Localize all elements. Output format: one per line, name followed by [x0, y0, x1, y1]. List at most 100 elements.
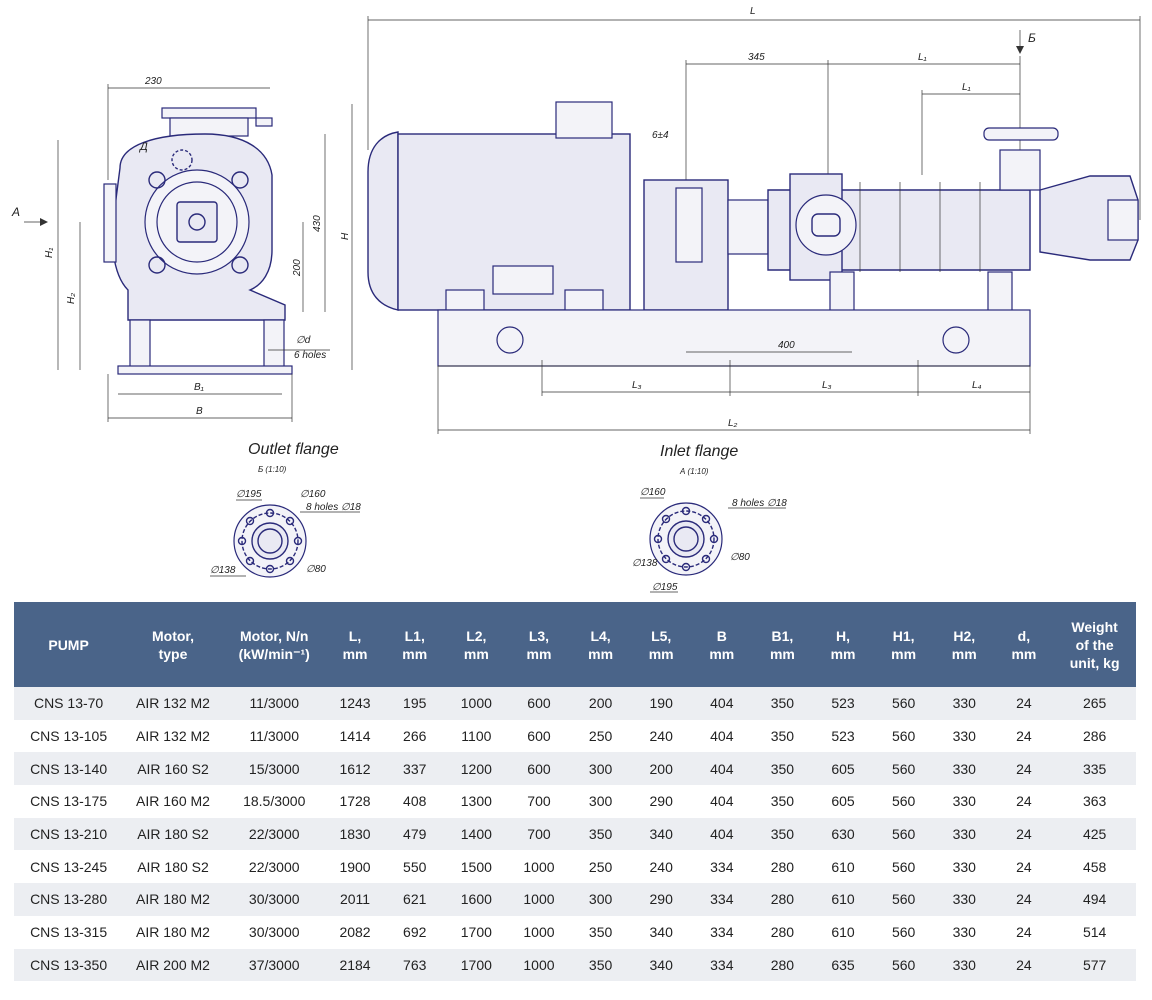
table-cell: 560 [873, 883, 934, 916]
table-cell: 330 [933, 883, 995, 916]
table-cell: 1414 [325, 719, 385, 753]
column-header-line: L3, [528, 627, 550, 644]
table-cell: 330 [933, 948, 995, 982]
table-cell: 24 [994, 785, 1054, 818]
table-cell: 1000 [507, 915, 571, 949]
table-cell: 30/3000 [222, 883, 326, 916]
table-cell: 18.5/3000 [222, 785, 326, 818]
svg-text:B₁: B₁ [194, 382, 204, 393]
outlet-flange: Outlet flange Б (1:10) ∅195 ∅160 8 holes… [210, 441, 361, 578]
table-cell: AIR 132 M2 [123, 719, 223, 753]
svg-text:6 holes: 6 holes [294, 350, 326, 361]
svg-text:∅195: ∅195 [652, 582, 678, 593]
table-cell: 635 [812, 948, 874, 982]
column-header-line: PUMP [48, 636, 89, 653]
table-cell: 1700 [445, 948, 508, 982]
table-cell: 560 [873, 850, 934, 884]
table-cell: 265 [1053, 687, 1136, 720]
inlet-flange-caption: Inlet flange [660, 443, 738, 460]
table-cell: 494 [1053, 883, 1136, 916]
table-cell: AIR 180 M2 [123, 915, 223, 949]
table-cell: 24 [994, 687, 1054, 720]
column-header-line: of the [1075, 636, 1114, 653]
svg-text:А: А [11, 205, 20, 219]
column-header-line: mm [830, 645, 856, 662]
column-header-line: H2, [953, 627, 976, 644]
column-header-line: B1, [771, 627, 794, 644]
table-cell: 266 [384, 719, 446, 753]
table-cell: 479 [384, 817, 446, 851]
table-cell: 15/3000 [222, 752, 326, 786]
column-header-line: mm [891, 645, 917, 662]
svg-text:∅80: ∅80 [730, 552, 750, 563]
column-header-line: L4, [590, 627, 611, 644]
table-cell: 1400 [445, 817, 508, 851]
column-header-line: mm [769, 645, 795, 662]
table-cell: 200 [570, 687, 631, 720]
column-header-line: L5, [651, 627, 672, 644]
svg-text:Б (1:10): Б (1:10) [258, 465, 287, 474]
pump-model-cell: CNS 13-175 [14, 785, 124, 818]
table-cell: 280 [752, 948, 813, 982]
table-cell: 350 [570, 817, 631, 851]
table-cell: AIR 160 S2 [123, 752, 223, 786]
table-cell: 330 [933, 687, 995, 720]
pump-model-cell: CNS 13-280 [14, 883, 124, 916]
table-cell: AIR 132 M2 [123, 687, 223, 720]
column-header: L,mm [325, 602, 385, 687]
table-cell: AIR 160 M2 [123, 785, 223, 818]
table-cell: 1500 [445, 850, 508, 884]
table-cell: AIR 180 S2 [123, 817, 223, 851]
pump-model-cell: CNS 13-210 [14, 817, 124, 851]
table-cell: AIR 180 M2 [123, 883, 223, 916]
table-cell: 404 [691, 817, 753, 851]
view-b-arrow: Б [1016, 30, 1036, 54]
svg-text:∅195: ∅195 [236, 489, 262, 500]
overall-length-dimension: L [367, 6, 1141, 220]
table-cell: 1000 [507, 850, 571, 884]
table-cell: 630 [812, 817, 874, 851]
table-cell: 763 [384, 948, 446, 982]
table-cell: 280 [752, 915, 813, 949]
table-cell: 560 [873, 719, 934, 753]
table-cell: 340 [630, 817, 692, 851]
table-cell: 200 [630, 752, 692, 786]
table-cell: 577 [1053, 948, 1136, 982]
table-cell: 1612 [325, 752, 385, 786]
column-header-line: mm [709, 645, 735, 662]
table-cell: 610 [812, 883, 874, 916]
table-cell: 334 [691, 883, 753, 916]
table-cell: 350 [570, 915, 631, 949]
table-cell: AIR 200 M2 [123, 948, 223, 982]
table-cell: 560 [873, 915, 934, 949]
svg-text:H: H [340, 232, 351, 240]
table-cell: 1300 [445, 785, 508, 818]
table-cell: 330 [933, 850, 995, 884]
svg-text:L₃: L₃ [632, 380, 642, 391]
column-header: H,mm [812, 602, 874, 687]
pump-model-cell: CNS 13-105 [14, 719, 124, 753]
table-cell: 1100 [445, 719, 508, 753]
table-cell: 24 [994, 915, 1054, 949]
pump-model-cell: CNS 13-140 [14, 752, 124, 786]
dim-L: L [750, 6, 756, 17]
table-cell: 280 [752, 883, 813, 916]
column-header-line: H1, [892, 627, 915, 644]
column-header-line: mm [342, 645, 368, 662]
table-cell: 24 [994, 850, 1054, 884]
table-cell: 280 [752, 850, 813, 884]
table-cell: 240 [630, 719, 692, 753]
svg-text:H₂: H₂ [66, 293, 77, 304]
table-cell: 404 [691, 719, 753, 753]
column-header: B1,mm [752, 602, 813, 687]
table-cell: 610 [812, 915, 874, 949]
table-cell: 24 [994, 752, 1054, 786]
svg-text:∅80: ∅80 [306, 564, 326, 575]
column-header-line: mm [526, 645, 552, 662]
table-cell: 560 [873, 948, 934, 982]
pump-model-cell: CNS 13-315 [14, 915, 124, 949]
